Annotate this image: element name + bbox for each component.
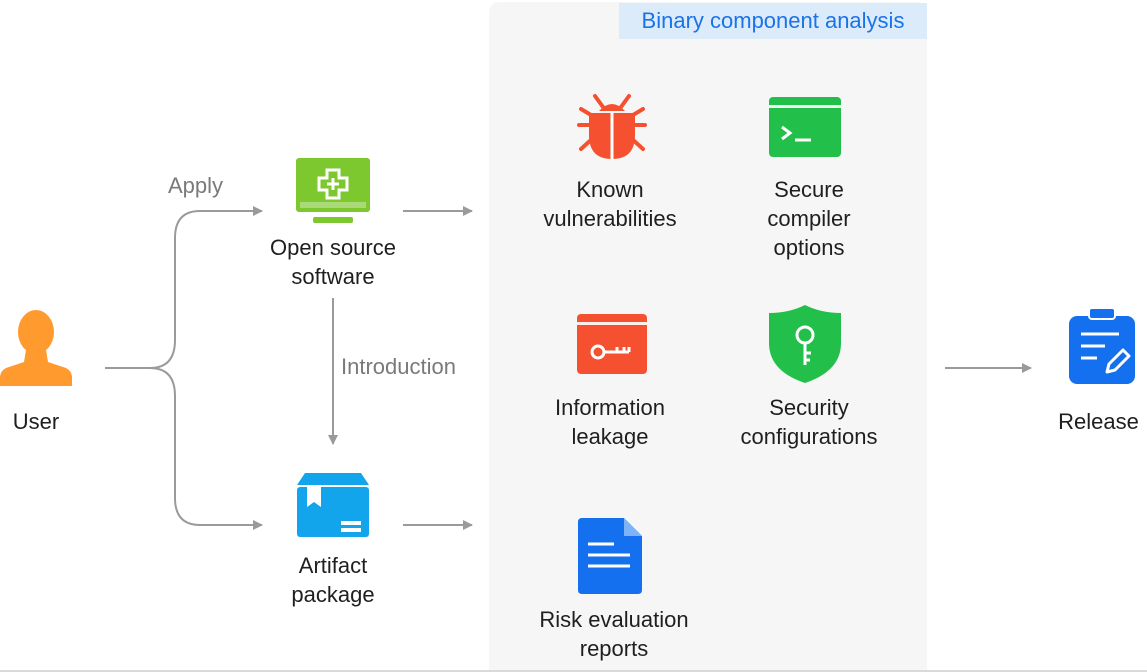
security-configurations-label: Security configurations [740, 395, 878, 449]
user-icon [0, 310, 72, 386]
introduction-label: Introduction [341, 354, 456, 379]
open-source-software-icon [296, 158, 370, 223]
shield-key-icon [769, 305, 841, 383]
key-card-icon [577, 314, 647, 374]
bug-icon [577, 94, 647, 159]
artifact-label: Artifact package [291, 553, 375, 607]
terminal-icon [769, 97, 841, 157]
bottom-divider [0, 670, 1147, 672]
analysis-panel [489, 2, 927, 672]
release-label: Release [1058, 409, 1139, 434]
risk-reports-label: Risk evaluation reports [539, 607, 689, 661]
known-vulnerabilities-label: Known vulnerabilities [543, 177, 677, 231]
document-icon [578, 518, 642, 594]
oss-label: Open source software [270, 235, 396, 289]
secure-compiler-label: Secure compiler options [767, 177, 851, 260]
panel-title: Binary component analysis [619, 3, 927, 39]
user-to-branch-line [105, 206, 263, 369]
user-label: User [12, 409, 60, 434]
release-clipboard-icon [1069, 308, 1135, 384]
information-leakage-label: Information leakage [554, 395, 666, 449]
package-icon [297, 473, 369, 537]
user-to-artifact-line [149, 367, 263, 530]
apply-label: Apply [168, 173, 224, 198]
